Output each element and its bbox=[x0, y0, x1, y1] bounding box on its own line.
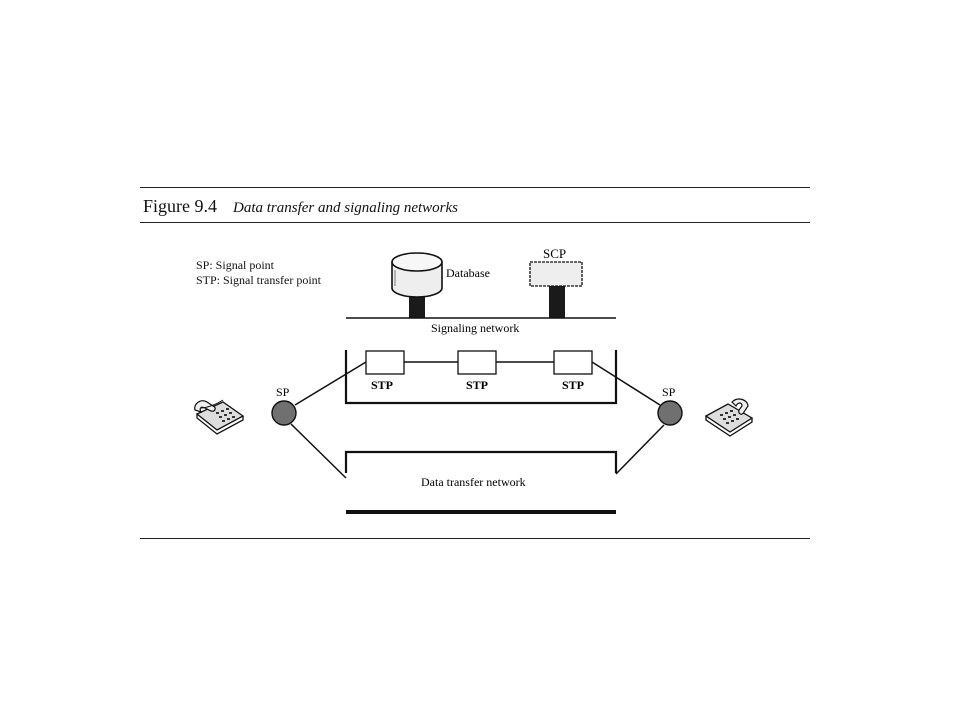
sp-data-link-right bbox=[615, 424, 665, 475]
telephone-icon bbox=[704, 398, 754, 437]
sp-label-right: SP bbox=[662, 385, 676, 399]
database-icon bbox=[391, 252, 443, 318]
figure-number: Figure 9.4 bbox=[143, 196, 217, 216]
sp-signaling-link-left bbox=[294, 361, 367, 406]
stp-label: STP bbox=[562, 378, 584, 392]
caption-rule bbox=[140, 222, 810, 223]
stp-icon bbox=[553, 350, 593, 375]
bottom-rule bbox=[140, 538, 810, 539]
stp-icon bbox=[365, 350, 405, 375]
telephone-icon bbox=[194, 399, 245, 435]
stp-label: STP bbox=[371, 378, 393, 392]
scp-icon bbox=[529, 261, 583, 318]
data-transfer-network-label: Data transfer network bbox=[421, 475, 526, 489]
sp-data-link-left bbox=[290, 423, 347, 479]
top-rule bbox=[140, 187, 810, 188]
scp-label: SCP bbox=[543, 246, 566, 261]
stp-icon bbox=[457, 350, 497, 375]
data-transfer-network-bracket bbox=[344, 450, 618, 473]
figure-caption: Figure 9.4 Data transfer and signaling n… bbox=[143, 195, 458, 219]
legend-item-sp: SP: Signal point bbox=[196, 258, 275, 272]
sp-label-left: SP bbox=[276, 385, 290, 399]
figure-title: Data transfer and signaling networks bbox=[233, 200, 459, 216]
database-label: Database bbox=[446, 266, 490, 280]
signaling-network-label: Signaling network bbox=[431, 321, 519, 335]
stp-label: STP bbox=[466, 378, 488, 392]
sp-icon bbox=[657, 400, 683, 426]
sp-signaling-link-right bbox=[591, 361, 661, 406]
legend-item-stp: STP: Signal transfer point bbox=[196, 273, 321, 287]
legend: SP: Signal point STP: Signal transfer po… bbox=[196, 258, 321, 288]
sp-icon bbox=[271, 400, 297, 426]
